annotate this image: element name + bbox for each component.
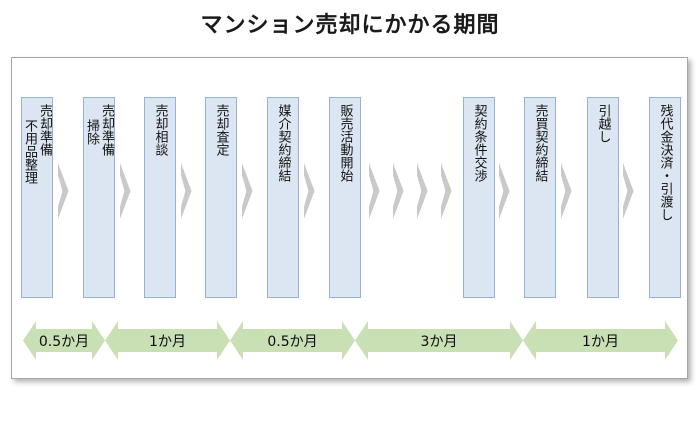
flow-chevron-icon (417, 163, 428, 219)
flow-chevron-icon (58, 163, 69, 219)
flow-chevron-icon (369, 163, 380, 219)
stage-box: 媒介契約締結 (267, 97, 299, 298)
flow-chevron-icon (304, 163, 315, 219)
stage-label: 販売活動開始 (337, 104, 353, 182)
stage-label: 売却査定 (213, 104, 229, 156)
stage-box: 売却相談 (144, 97, 176, 298)
stage-box: 引越し (587, 97, 619, 298)
stage-box: 売却準備 掃除 (83, 97, 115, 298)
stage-label: 媒介契約締結 (275, 104, 291, 182)
flow-chevron-icon (561, 163, 572, 219)
stage-label: 売却相談 (152, 104, 168, 156)
duration-arrow: 3か月 (355, 315, 523, 366)
duration-label: 0.5か月 (38, 333, 90, 350)
duration-label: 1か月 (149, 333, 186, 350)
diagram-panel: 売却準備 不用品整理 売却準備 掃除 売却相談 売却査定 媒介契約締結 販売活動開始 契約条… (11, 57, 688, 379)
flow-chevron-icon (242, 163, 253, 219)
duration-arrow: 0.5か月 (230, 315, 355, 366)
duration-arrow: 1か月 (523, 315, 678, 366)
duration-label: 3か月 (420, 333, 458, 350)
flow-chevron-icon (623, 163, 634, 219)
flow-chevron-icon (181, 163, 192, 219)
stage-label: 残代金決済・引渡し (657, 104, 673, 221)
stage-box: 契約条件交渉 (463, 97, 495, 298)
stage-box: 売買契約締結 (524, 97, 556, 298)
stage-box: 残代金決済・引渡し (649, 97, 681, 298)
flow-chevron-icon (441, 163, 452, 219)
flow-chevron-icon (393, 163, 404, 219)
duration-label: 0.5か月 (267, 333, 318, 350)
stage-label: 契約条件交渉 (471, 104, 487, 182)
stage-box: 販売活動開始 (329, 97, 361, 298)
stage-label: 売却準備 掃除 (84, 104, 114, 156)
duration-arrow: 0.5か月 (23, 315, 105, 366)
stage-box: 売却査定 (205, 97, 237, 298)
flow-chevron-icon (499, 163, 510, 219)
duration-label: 1か月 (582, 333, 619, 350)
stage-label: 売却準備 不用品整理 (22, 104, 52, 184)
stage-box: 売却準備 不用品整理 (21, 97, 53, 298)
stage-label: 引越し (595, 104, 611, 143)
page-title: マンション売却にかかる期間 (200, 12, 500, 37)
duration-arrow: 1か月 (105, 315, 230, 366)
stage-label: 売買契約締結 (532, 104, 548, 182)
flow-chevron-icon (120, 163, 131, 219)
